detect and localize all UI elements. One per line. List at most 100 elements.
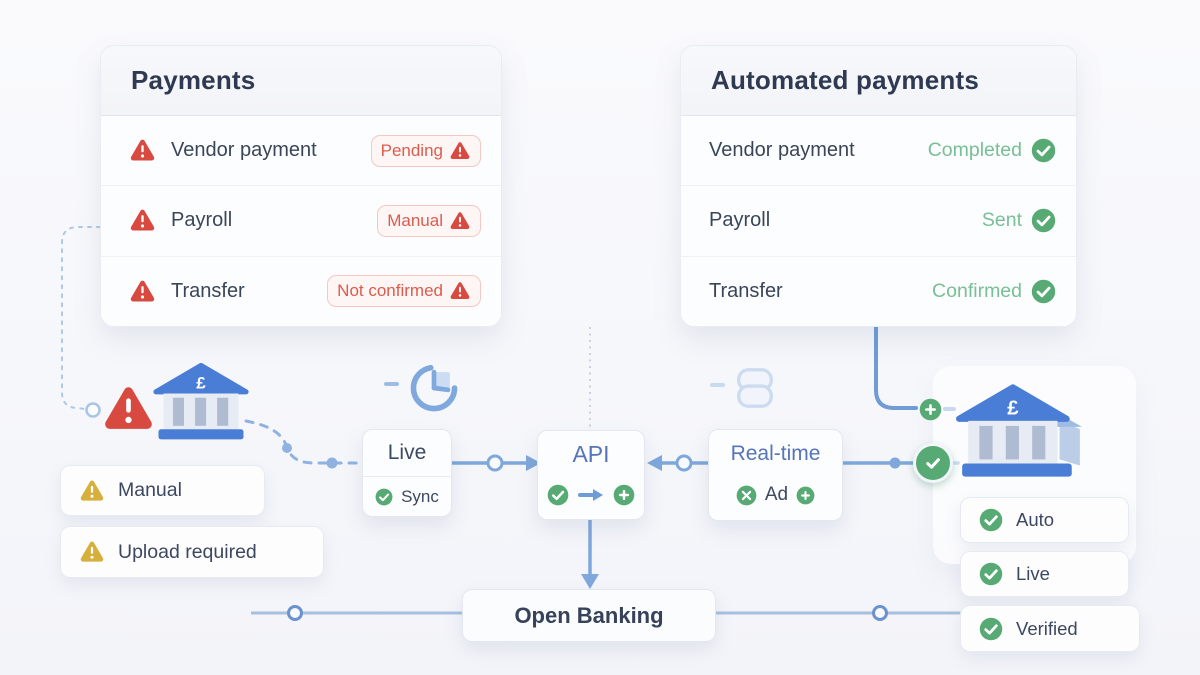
connector-dot-node	[889, 457, 901, 469]
pound-sign: £	[196, 373, 206, 392]
bank-icon: £	[153, 362, 249, 440]
automated-payments-card: Automated payments Vendor payment Comple…	[680, 45, 1077, 327]
realtime-node-title: Real-time	[730, 442, 821, 465]
payment-row-vendor: Vendor payment Completed	[681, 116, 1076, 187]
payments-card: Payments Vendor payment Pending Payroll …	[100, 45, 502, 327]
manual-badge: Manual	[60, 465, 265, 516]
status-badge-pending: Pending	[370, 134, 481, 167]
check-circle-icon	[979, 508, 1003, 532]
payment-label: Vendor payment	[709, 139, 855, 162]
check-circle-icon	[1031, 279, 1056, 304]
live-badge: Live	[960, 551, 1129, 597]
status-confirmed: Confirmed	[932, 279, 1056, 304]
status-badge-not-confirmed: Not confirmed	[327, 275, 481, 308]
status-text: Pending	[380, 140, 443, 160]
connector-ring-node	[85, 402, 101, 418]
realtime-node: Real-time Ad	[708, 429, 843, 521]
check-circle-icon	[1031, 138, 1056, 163]
status-sent: Sent	[982, 208, 1056, 233]
status-completed: Completed	[928, 138, 1056, 163]
verified-badge: Verified	[960, 605, 1140, 652]
check-circle-node	[913, 443, 953, 483]
automated-card-body: Vendor payment Completed Payroll Sent Tr…	[681, 116, 1076, 326]
open-banking-label: Open Banking	[514, 602, 664, 628]
badge-label: Upload required	[118, 540, 257, 563]
realtime-node-sub: Ad	[736, 478, 815, 520]
payment-label: Vendor payment	[171, 139, 317, 162]
check-circle-icon	[1031, 208, 1056, 233]
badge-label: Verified	[1016, 617, 1078, 639]
status-badge-manual: Manual	[377, 204, 481, 237]
payments-card-body: Vendor payment Pending Payroll Manual Tr…	[101, 116, 501, 326]
payment-label: Payroll	[171, 209, 233, 232]
badge-label: Manual	[118, 479, 182, 501]
automated-card-title: Automated payments	[681, 46, 1076, 116]
warning-triangle-icon	[79, 540, 105, 564]
connector-dot-node	[326, 457, 338, 469]
payment-label: Transfer	[171, 279, 245, 302]
warning-triangle-icon	[449, 211, 471, 231]
live-sync-node: Live Sync	[362, 429, 452, 517]
status-text: Not confirmed	[337, 281, 443, 301]
dash-mark	[384, 382, 399, 386]
dash-mark	[710, 383, 725, 387]
live-node-sub: Sync	[375, 477, 439, 516]
warning-triangle-icon	[129, 138, 156, 163]
payment-row-transfer: Transfer Confirmed	[681, 256, 1076, 326]
warning-triangle-icon	[449, 281, 471, 301]
ad-label: Ad	[764, 484, 789, 505]
status-text: Confirmed	[932, 279, 1022, 302]
sync-label: Sync	[401, 486, 439, 506]
check-circle-icon	[547, 484, 569, 506]
check-circle-icon	[979, 617, 1003, 641]
card-to-bank-connector	[874, 321, 918, 410]
warning-triangle-icon	[449, 141, 471, 161]
warning-triangle-icon	[129, 279, 156, 304]
payment-row-payroll: Payroll Manual	[101, 186, 501, 257]
warning-triangle-icon	[102, 384, 155, 434]
payment-row-transfer: Transfer Not confirmed	[101, 256, 501, 326]
connector-ring-node	[872, 605, 888, 621]
status-text: Sent	[981, 209, 1022, 232]
bank-icon: £	[956, 384, 1082, 477]
api-node-icons	[547, 477, 635, 519]
warning-triangle-icon	[79, 479, 105, 503]
pound-sign: £	[1007, 398, 1019, 420]
check-circle-icon	[375, 488, 393, 506]
connector-dot-node	[282, 443, 292, 453]
database-icon	[737, 368, 773, 408]
x-circle-icon	[736, 485, 757, 506]
arrowhead-down	[581, 574, 599, 589]
clock-icon	[410, 364, 458, 412]
warning-triangle-icon	[129, 208, 156, 233]
payment-row-vendor: Vendor payment Pending	[101, 116, 501, 187]
payment-row-payroll: Payroll Sent	[681, 186, 1076, 257]
badge-label: Live	[1016, 563, 1050, 584]
live-node-title: Live	[387, 441, 427, 464]
check-circle-icon	[979, 562, 1003, 586]
plus-circle-icon	[796, 486, 815, 505]
payment-label: Payroll	[709, 209, 771, 232]
api-node: API	[537, 430, 645, 520]
auto-badge: Auto	[960, 497, 1129, 543]
plus-circle-icon	[613, 484, 635, 506]
connector-ring-node	[287, 605, 303, 621]
plus-circle-node	[919, 398, 942, 421]
status-text: Manual	[387, 210, 443, 230]
open-banking-node: Open Banking	[462, 589, 716, 642]
connector-ring-node	[675, 454, 693, 472]
api-node-title: API	[572, 440, 610, 467]
badge-label: Auto	[1016, 509, 1055, 530]
payment-label: Transfer	[709, 279, 783, 302]
arrowhead-left	[647, 455, 662, 471]
divider	[363, 476, 451, 477]
status-text: Completed	[927, 139, 1022, 162]
arrowhead-right	[526, 455, 541, 471]
bank-to-live-connector	[244, 419, 362, 465]
payments-card-title: Payments	[101, 46, 501, 116]
connector-ring-node	[486, 454, 504, 472]
payments-to-bank-connector	[61, 226, 101, 410]
upload-required-badge: Upload required	[60, 526, 324, 578]
